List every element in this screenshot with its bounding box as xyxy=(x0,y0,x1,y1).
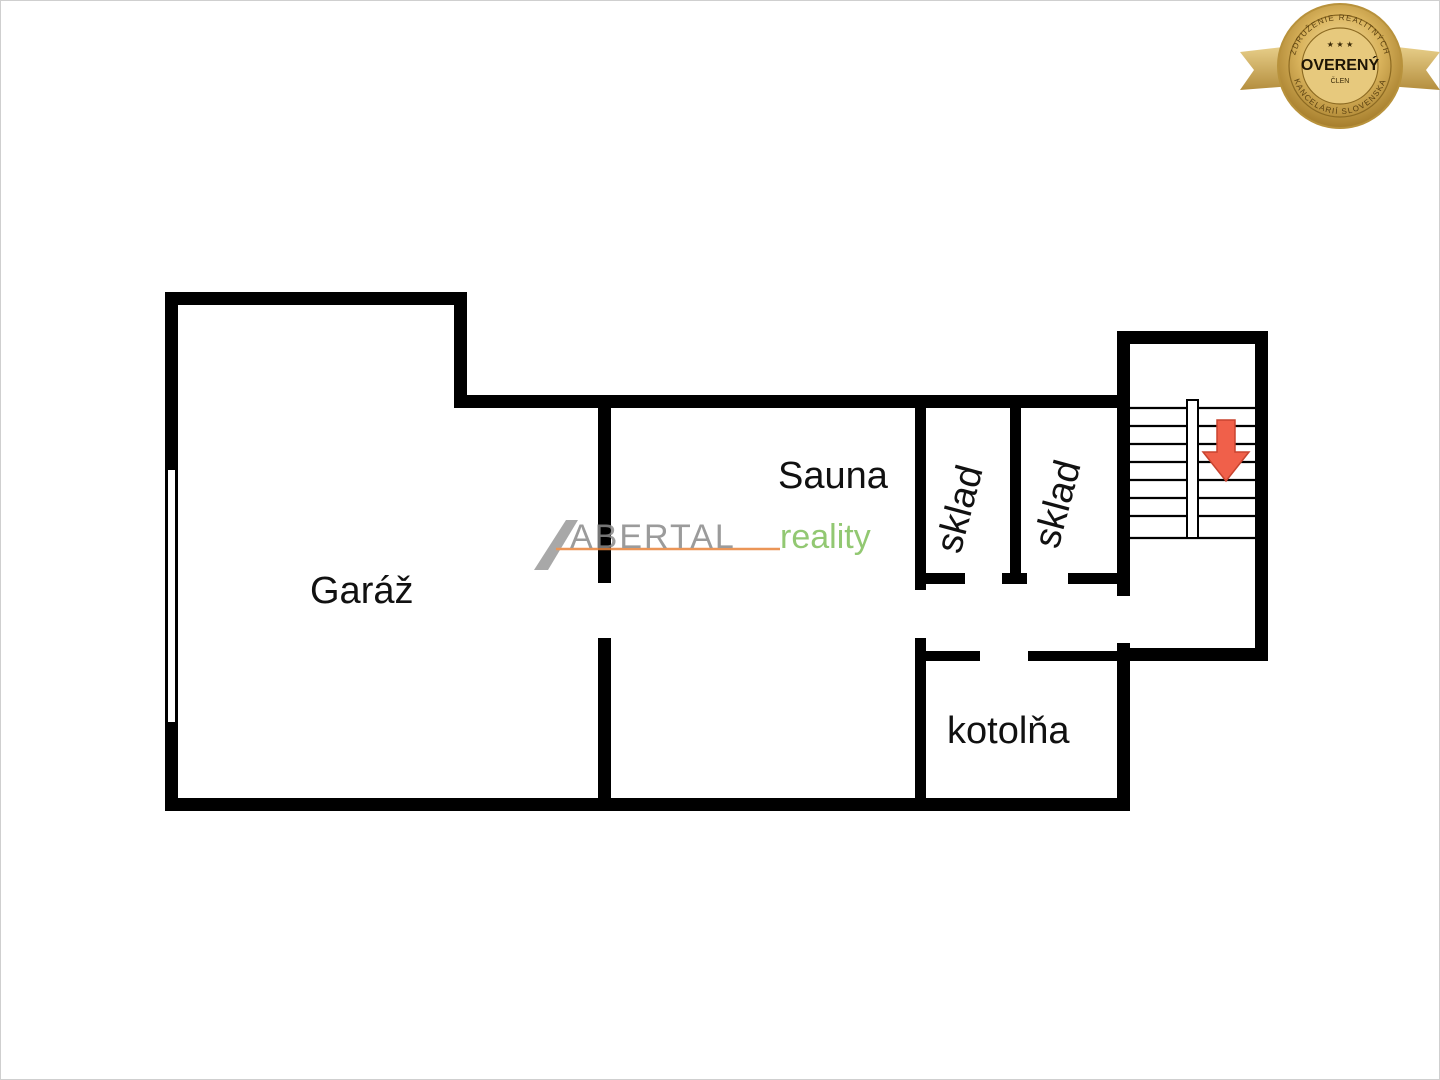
wall-boiler-right xyxy=(1117,643,1130,811)
wall-stair-bottom xyxy=(1117,648,1268,661)
watermark-suffix: reality xyxy=(780,518,871,556)
watermark-a-mark-icon xyxy=(534,520,578,570)
wall-stair-left xyxy=(1117,331,1130,596)
wall-storage2-bottom xyxy=(1068,573,1120,584)
wall-garage-notch xyxy=(454,292,467,407)
wall-garage-divider-upper xyxy=(598,405,611,583)
badge-subtitle: ČLEN xyxy=(1331,76,1350,85)
wall-sauna-right xyxy=(915,405,926,590)
wall-boiler-top-left xyxy=(920,651,980,661)
wall-stair-right xyxy=(1255,331,1268,661)
room-label-storage-1: sklad xyxy=(928,461,992,558)
room-label-sauna: Sauna xyxy=(778,455,889,497)
stair-handrail xyxy=(1186,399,1199,539)
wall-boiler-top-right xyxy=(1028,651,1120,661)
badge-stars: ★ ★ ★ xyxy=(1327,40,1354,49)
wall-storage1-bottom xyxy=(920,573,965,584)
stair-direction-arrow-icon xyxy=(1201,419,1251,483)
wall-hall-left-lower xyxy=(915,638,926,804)
wall-stair-top xyxy=(1117,331,1268,344)
interior-walls xyxy=(598,405,1120,804)
room-label-storage-2: sklad xyxy=(1026,456,1090,553)
wall-bottom xyxy=(165,798,1130,811)
room-label-garage: Garáž xyxy=(310,570,413,612)
garage-window xyxy=(168,470,175,722)
wall-storage-divider xyxy=(1010,405,1021,583)
wall-middle-top xyxy=(454,395,1130,408)
abertal-watermark-logo: ABERTAL reality xyxy=(534,518,871,570)
watermark-brand: ABERTAL xyxy=(570,518,736,556)
verified-member-badge: ZDRUŽENIE REALITNÝCH KANCELÁRIÍ SLOVENSK… xyxy=(1240,3,1440,129)
wall-garage-divider-lower xyxy=(598,638,611,804)
exterior-walls xyxy=(165,292,1268,811)
room-label-boiler-room: kotolňa xyxy=(947,710,1070,752)
wall-storage1-bottom-b xyxy=(1002,573,1027,584)
wall-garage-top xyxy=(165,292,467,305)
badge-title: OVERENÝ xyxy=(1301,55,1380,74)
